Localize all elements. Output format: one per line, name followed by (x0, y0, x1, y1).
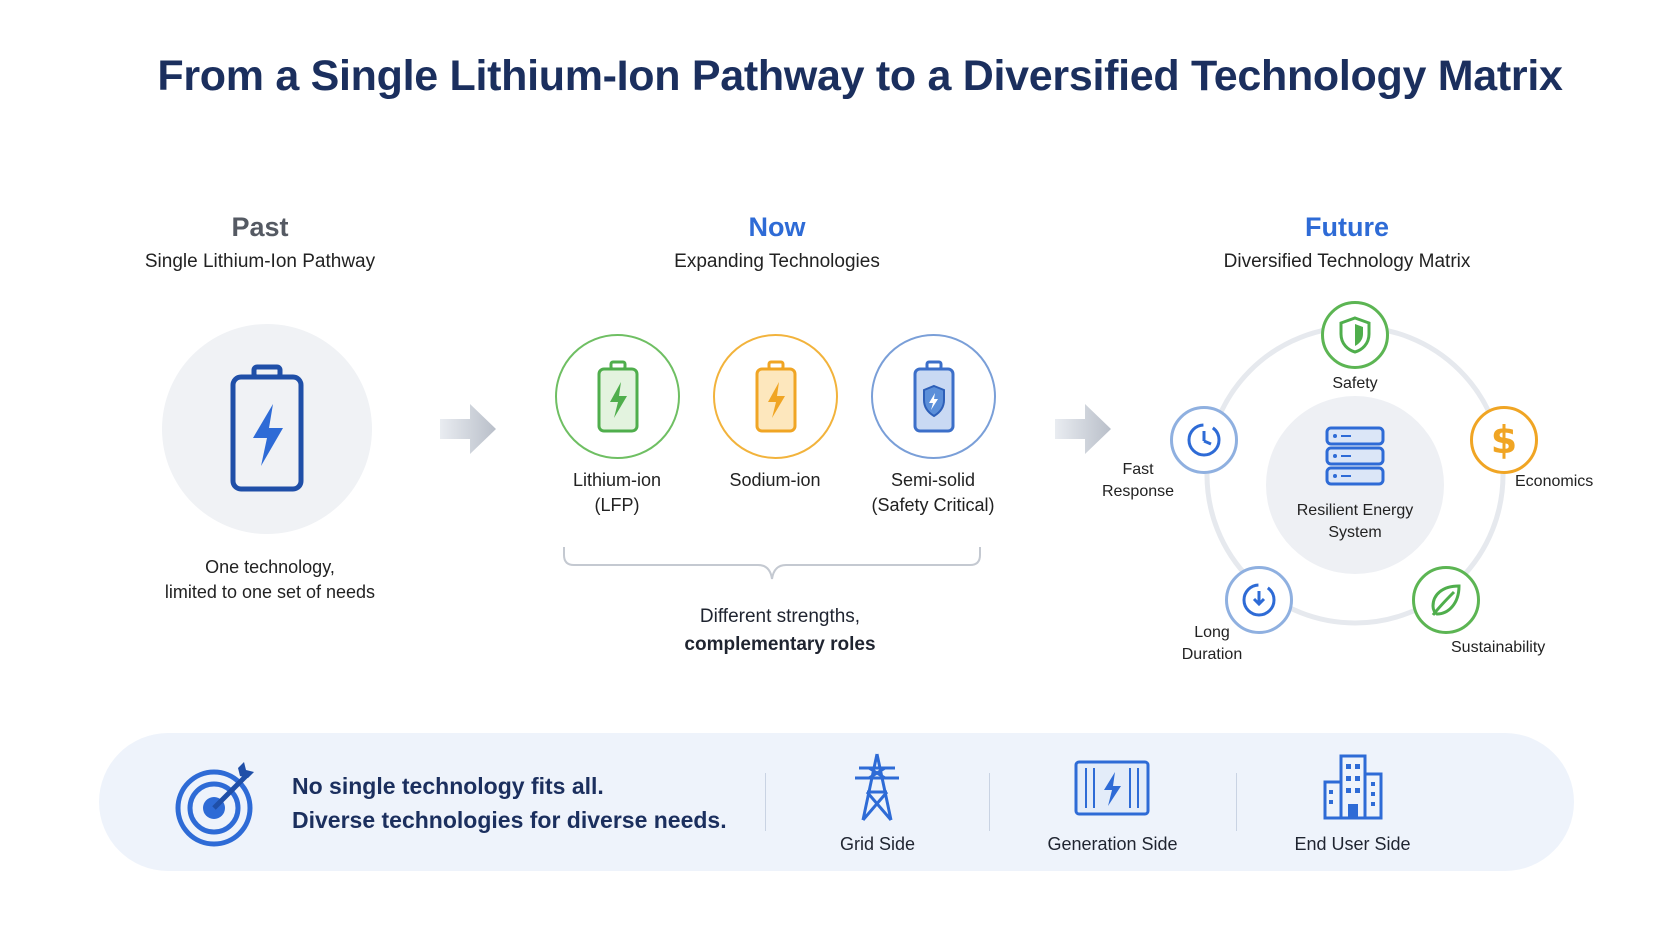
resilient-line2: System (1328, 524, 1382, 541)
fast-response-node (1170, 406, 1238, 474)
clock-download-icon (1242, 583, 1276, 617)
bottom-message-line1: No single technology fits all. (292, 773, 604, 799)
end-user-side-label: End User Side (1294, 834, 1411, 854)
bottom-message: No single technology fits all. Diverse t… (292, 769, 762, 837)
long-duration-label: Long Duration (1162, 622, 1262, 666)
battery-shield-icon (913, 360, 954, 432)
sodium-ion-label: Sodium-ion (695, 468, 855, 493)
page-title: From a Single Lithium-Ion Pathway to a D… (157, 52, 1563, 100)
battery-green-icon (597, 360, 638, 432)
battery-bolt-icon (230, 364, 304, 492)
resilient-system-circle: Resilient Energy System (1266, 396, 1444, 574)
building-icon (1323, 754, 1383, 820)
power-tower-icon (855, 753, 899, 821)
now-caption-line2: complementary roles (684, 634, 876, 655)
lithium-ion-line2: (LFP) (594, 495, 640, 515)
sodium-ion-circle (713, 334, 838, 459)
battery-orange-icon (755, 360, 796, 432)
divider (1236, 773, 1237, 831)
dollar-icon: $ (1490, 418, 1518, 462)
grid-side-label: Grid Side (839, 834, 916, 854)
now-caption-line1: Different strengths, (699, 606, 861, 627)
semi-solid-line2: (Safety Critical) (871, 495, 995, 515)
lithium-ion-circle (555, 334, 680, 459)
resilient-line1: Resilient Energy (1296, 502, 1414, 519)
past-caption-line1: One technology, (205, 557, 335, 577)
arrow-right-icon (1055, 404, 1111, 454)
leaf-icon (1431, 584, 1461, 616)
now-heading: Now (748, 212, 806, 242)
long-duration-line2: Duration (1181, 646, 1243, 663)
server-stack-icon (1325, 426, 1385, 491)
safety-node (1321, 301, 1389, 369)
safety-label: Safety (1332, 375, 1378, 392)
bottom-banner (99, 733, 1574, 871)
semi-solid-line1: Semi-solid (890, 470, 976, 490)
divider (765, 773, 766, 831)
economics-label: Economics (1515, 473, 1594, 490)
divider (989, 773, 990, 831)
sodium-ion-line1: Sodium-ion (729, 470, 821, 490)
sustainability-label: Sustainability (1451, 639, 1546, 656)
past-heading: Past (231, 212, 289, 242)
past-battery-circle (162, 324, 372, 534)
lithium-ion-label: Lithium-ion (LFP) (537, 468, 697, 518)
semi-solid-circle (871, 334, 996, 459)
past-caption-line2: limited to one set of needs (164, 582, 376, 602)
now-subtitle: Expanding Technologies (674, 251, 880, 272)
container-bolt-icon (1074, 760, 1150, 816)
generation-side-label: Generation Side (1047, 834, 1178, 854)
sustainability-node (1412, 566, 1480, 634)
past-caption: One technology, limited to one set of ne… (110, 555, 430, 605)
now-caption: Different strengths, complementary roles (620, 603, 940, 659)
lithium-ion-line1: Lithium-ion (572, 470, 662, 490)
bottom-message-line2: Diverse technologies for diverse needs. (292, 807, 727, 833)
arrow-right-icon (440, 404, 496, 454)
past-subtitle: Single Lithium-Ion Pathway (144, 251, 376, 272)
fast-response-line2: Response (1101, 483, 1175, 500)
bracket-connector (563, 547, 981, 580)
long-duration-node (1225, 566, 1293, 634)
long-duration-line1: Long (1194, 624, 1230, 641)
semi-solid-label: Semi-solid (Safety Critical) (853, 468, 1013, 518)
fast-response-label: Fast Response (1088, 459, 1188, 503)
future-subtitle: Diversified Technology Matrix (1223, 251, 1471, 272)
shield-icon (1339, 316, 1371, 354)
resilient-system-label: Resilient Energy System (1266, 500, 1444, 544)
fast-response-line1: Fast (1122, 461, 1154, 478)
future-heading: Future (1305, 212, 1389, 242)
target-arrow-icon (175, 762, 254, 847)
clock-icon (1187, 423, 1221, 457)
economics-node: $ (1470, 406, 1538, 474)
